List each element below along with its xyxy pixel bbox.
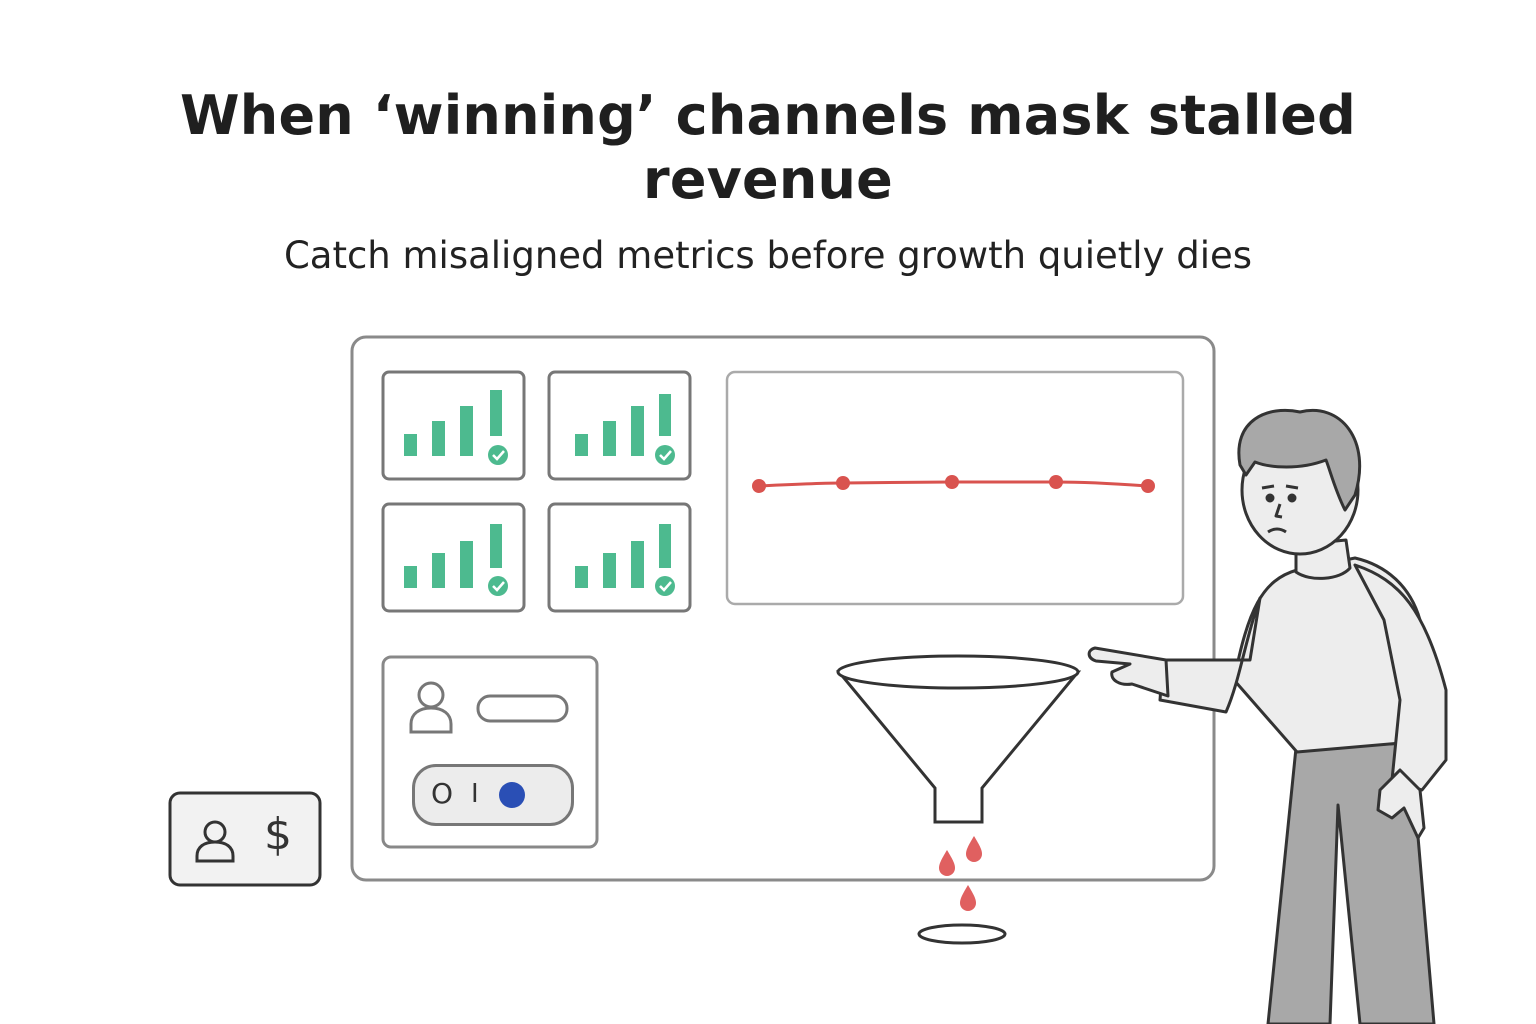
puddle: [917, 923, 1007, 945]
bar: [490, 390, 502, 436]
bar: [603, 553, 616, 588]
bar: [631, 406, 644, 456]
bar: [460, 406, 473, 456]
person: [1087, 408, 1448, 1024]
funnel-icon: [835, 654, 1082, 824]
bar: [575, 434, 588, 456]
user-icon: [195, 820, 235, 863]
toggle-on-label: I: [471, 779, 479, 809]
line-point: [836, 476, 850, 490]
bar: [575, 566, 588, 588]
checkmark-icon: [655, 445, 675, 465]
line-point: [1141, 479, 1155, 493]
bar: [432, 421, 445, 456]
dollar-icon: $: [264, 809, 292, 860]
page-title: When ‘winning’ channels mask stalled rev…: [180, 84, 1356, 211]
line-point: [945, 475, 959, 489]
bar: [432, 553, 445, 588]
revenue-card: [168, 791, 322, 887]
line-point: [752, 479, 766, 493]
metric-card: [381, 502, 526, 613]
name-field: [476, 694, 569, 723]
bar: [404, 434, 417, 456]
metric-card: [547, 370, 692, 481]
revenue-drops: [939, 836, 982, 911]
toggle-switch[interactable]: O I: [412, 764, 574, 826]
toggle-knob: [499, 782, 525, 808]
toggle-off-label: O: [431, 777, 454, 810]
bar: [460, 541, 473, 588]
metric-card: [547, 502, 692, 613]
user-icon: [409, 681, 453, 734]
bar: [603, 421, 616, 456]
revenue-line-chart: [725, 370, 1185, 606]
bar: [490, 524, 502, 568]
bar: [404, 566, 417, 588]
bar: [631, 541, 644, 588]
bar: [659, 524, 671, 568]
checkmark-icon: [655, 576, 675, 596]
page-subtitle: Catch misaligned metrics before growth q…: [283, 234, 1253, 277]
line-point: [1049, 475, 1063, 489]
metric-card: [381, 370, 526, 481]
bar: [659, 394, 671, 436]
checkmark-icon: [488, 445, 508, 465]
checkmark-icon: [488, 576, 508, 596]
